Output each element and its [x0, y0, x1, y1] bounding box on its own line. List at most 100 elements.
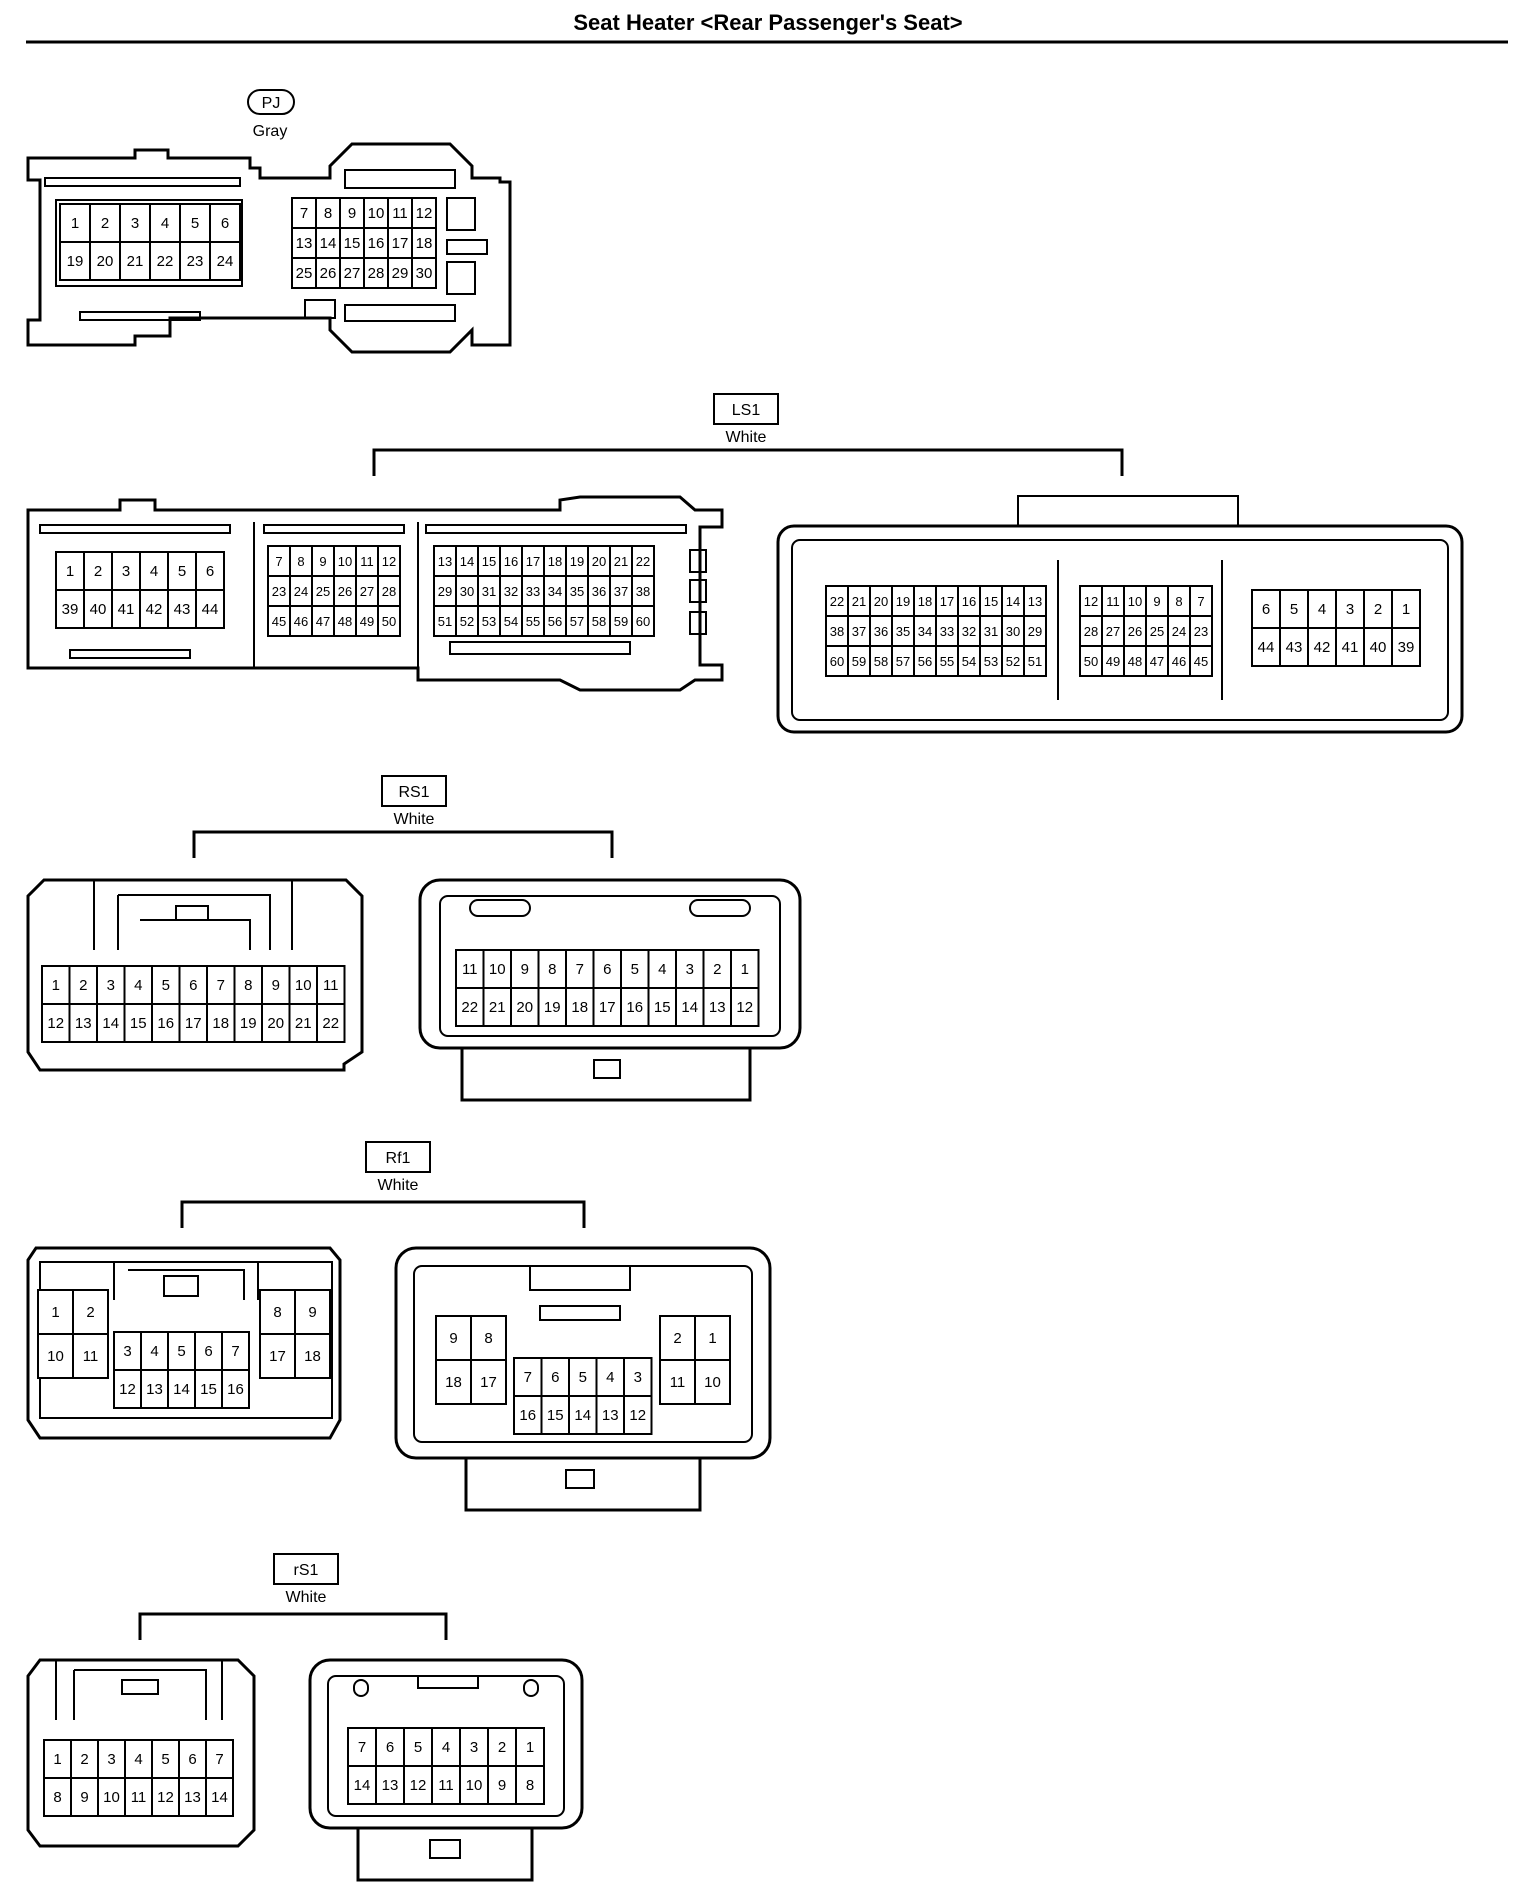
pin-number: 10 [295, 977, 312, 994]
pin-number: 38 [830, 624, 844, 639]
pin-number: 12 [382, 554, 396, 569]
pin-cell [124, 1777, 153, 1817]
pin-cell [97, 1777, 126, 1817]
connector-color-pj: Gray [253, 123, 288, 140]
lock-slot [469, 899, 531, 917]
pin-number: 10 [489, 961, 506, 978]
pin-number: 16 [368, 235, 385, 252]
pin-number: 5 [1290, 601, 1298, 618]
connector-top-lock-ls1 [1017, 495, 1239, 527]
rib [425, 524, 687, 534]
connector-bracket-rs1-lower [138, 1612, 448, 1640]
pin-number: 15 [200, 1381, 217, 1398]
pin-number: 15 [344, 235, 361, 252]
pin-number: 47 [1150, 654, 1164, 669]
pin-number: 2 [79, 977, 87, 994]
pin-number: 44 [1258, 639, 1275, 656]
pin-number: 17 [185, 1015, 202, 1032]
pin-number: 53 [984, 654, 998, 669]
connector-color-rf1: White [378, 1177, 419, 1194]
pin-number: 11 [1106, 594, 1120, 609]
pin-number: 22 [830, 594, 844, 609]
lock-slot [523, 1679, 539, 1697]
pin-number: 20 [97, 253, 114, 270]
pin-number: 19 [896, 594, 910, 609]
pin-number: 9 [272, 977, 280, 994]
pin-cell [1023, 645, 1047, 677]
pin-number: 33 [940, 624, 954, 639]
pin-number: 13 [75, 1015, 92, 1032]
pin-number: 26 [338, 584, 352, 599]
pin-number: 32 [962, 624, 976, 639]
connector-latch-rf1-left [113, 1262, 259, 1300]
pin-number: 12 [736, 999, 753, 1016]
pin-number: 37 [614, 584, 628, 599]
pin-number: 3 [123, 1343, 131, 1360]
connector-latch-rf1-right [529, 1266, 631, 1291]
pin-number: 11 [462, 961, 478, 978]
pin-number: 6 [603, 961, 611, 978]
pin-number: 22 [461, 999, 478, 1016]
pin-cell [111, 551, 141, 591]
pin-number: 38 [636, 584, 650, 599]
pin-cell [459, 1765, 489, 1805]
pin-number: 35 [570, 584, 584, 599]
lock-slot [689, 549, 707, 573]
pin-cell [730, 949, 760, 989]
connector-inner-ls1-right [791, 539, 1449, 721]
pin-number: 40 [1370, 639, 1387, 656]
pin-number: 18 [571, 999, 588, 1016]
pin-cell [37, 1333, 74, 1379]
pin-number: 15 [130, 1015, 147, 1032]
pin-number: 3 [634, 1369, 642, 1386]
connector-code-badge-pj [247, 89, 295, 115]
pin-number: 13 [602, 1407, 619, 1424]
pin-number: 23 [1194, 624, 1208, 639]
connector-bracket-ls1 [372, 448, 1124, 476]
pin-number: 5 [178, 563, 186, 580]
pin-number: 7 [358, 1739, 366, 1756]
pin-number: 3 [686, 961, 694, 978]
pin-number: 3 [1346, 601, 1354, 618]
pin-number: 1 [66, 563, 74, 580]
pin-cell [513, 1395, 543, 1435]
pin-cell [233, 965, 263, 1005]
pin-number: 3 [107, 977, 115, 994]
pin-number: 56 [918, 654, 932, 669]
pin-number: 11 [360, 554, 374, 569]
pin-cell [233, 1003, 263, 1043]
pin-number: 10 [338, 554, 352, 569]
connector-housing-rs1-right [418, 878, 802, 1050]
pin-number: 35 [896, 624, 910, 639]
pin-number: 10 [103, 1789, 120, 1806]
pin-cell [403, 1765, 433, 1805]
pin-cell [206, 965, 236, 1005]
pin-cell [59, 241, 91, 281]
pin-cell [375, 1765, 405, 1805]
pin-number: 15 [482, 554, 496, 569]
pin-number: 12 [119, 1381, 136, 1398]
connector-code-box-rs1-lower [273, 1553, 339, 1585]
lock-slot [689, 611, 707, 635]
pin-number: 56 [548, 614, 562, 629]
pin-cell [1251, 589, 1281, 629]
pin-number: 5 [414, 1739, 422, 1756]
pin-number: 9 [80, 1789, 88, 1806]
lock-slot [353, 1679, 369, 1697]
pin-number: 13 [296, 235, 313, 252]
rib [344, 304, 456, 322]
rib [79, 311, 201, 321]
pin-number: 57 [570, 614, 584, 629]
pin-number: 19 [570, 554, 584, 569]
connector-base-rs1-right [460, 1048, 752, 1102]
pin-number: 44 [202, 601, 219, 618]
pin-number: 11 [83, 1348, 99, 1365]
pin-number: 7 [576, 961, 584, 978]
pin-number: 20 [267, 1015, 284, 1032]
pin-cell [411, 257, 437, 289]
pin-number: 18 [212, 1015, 229, 1032]
